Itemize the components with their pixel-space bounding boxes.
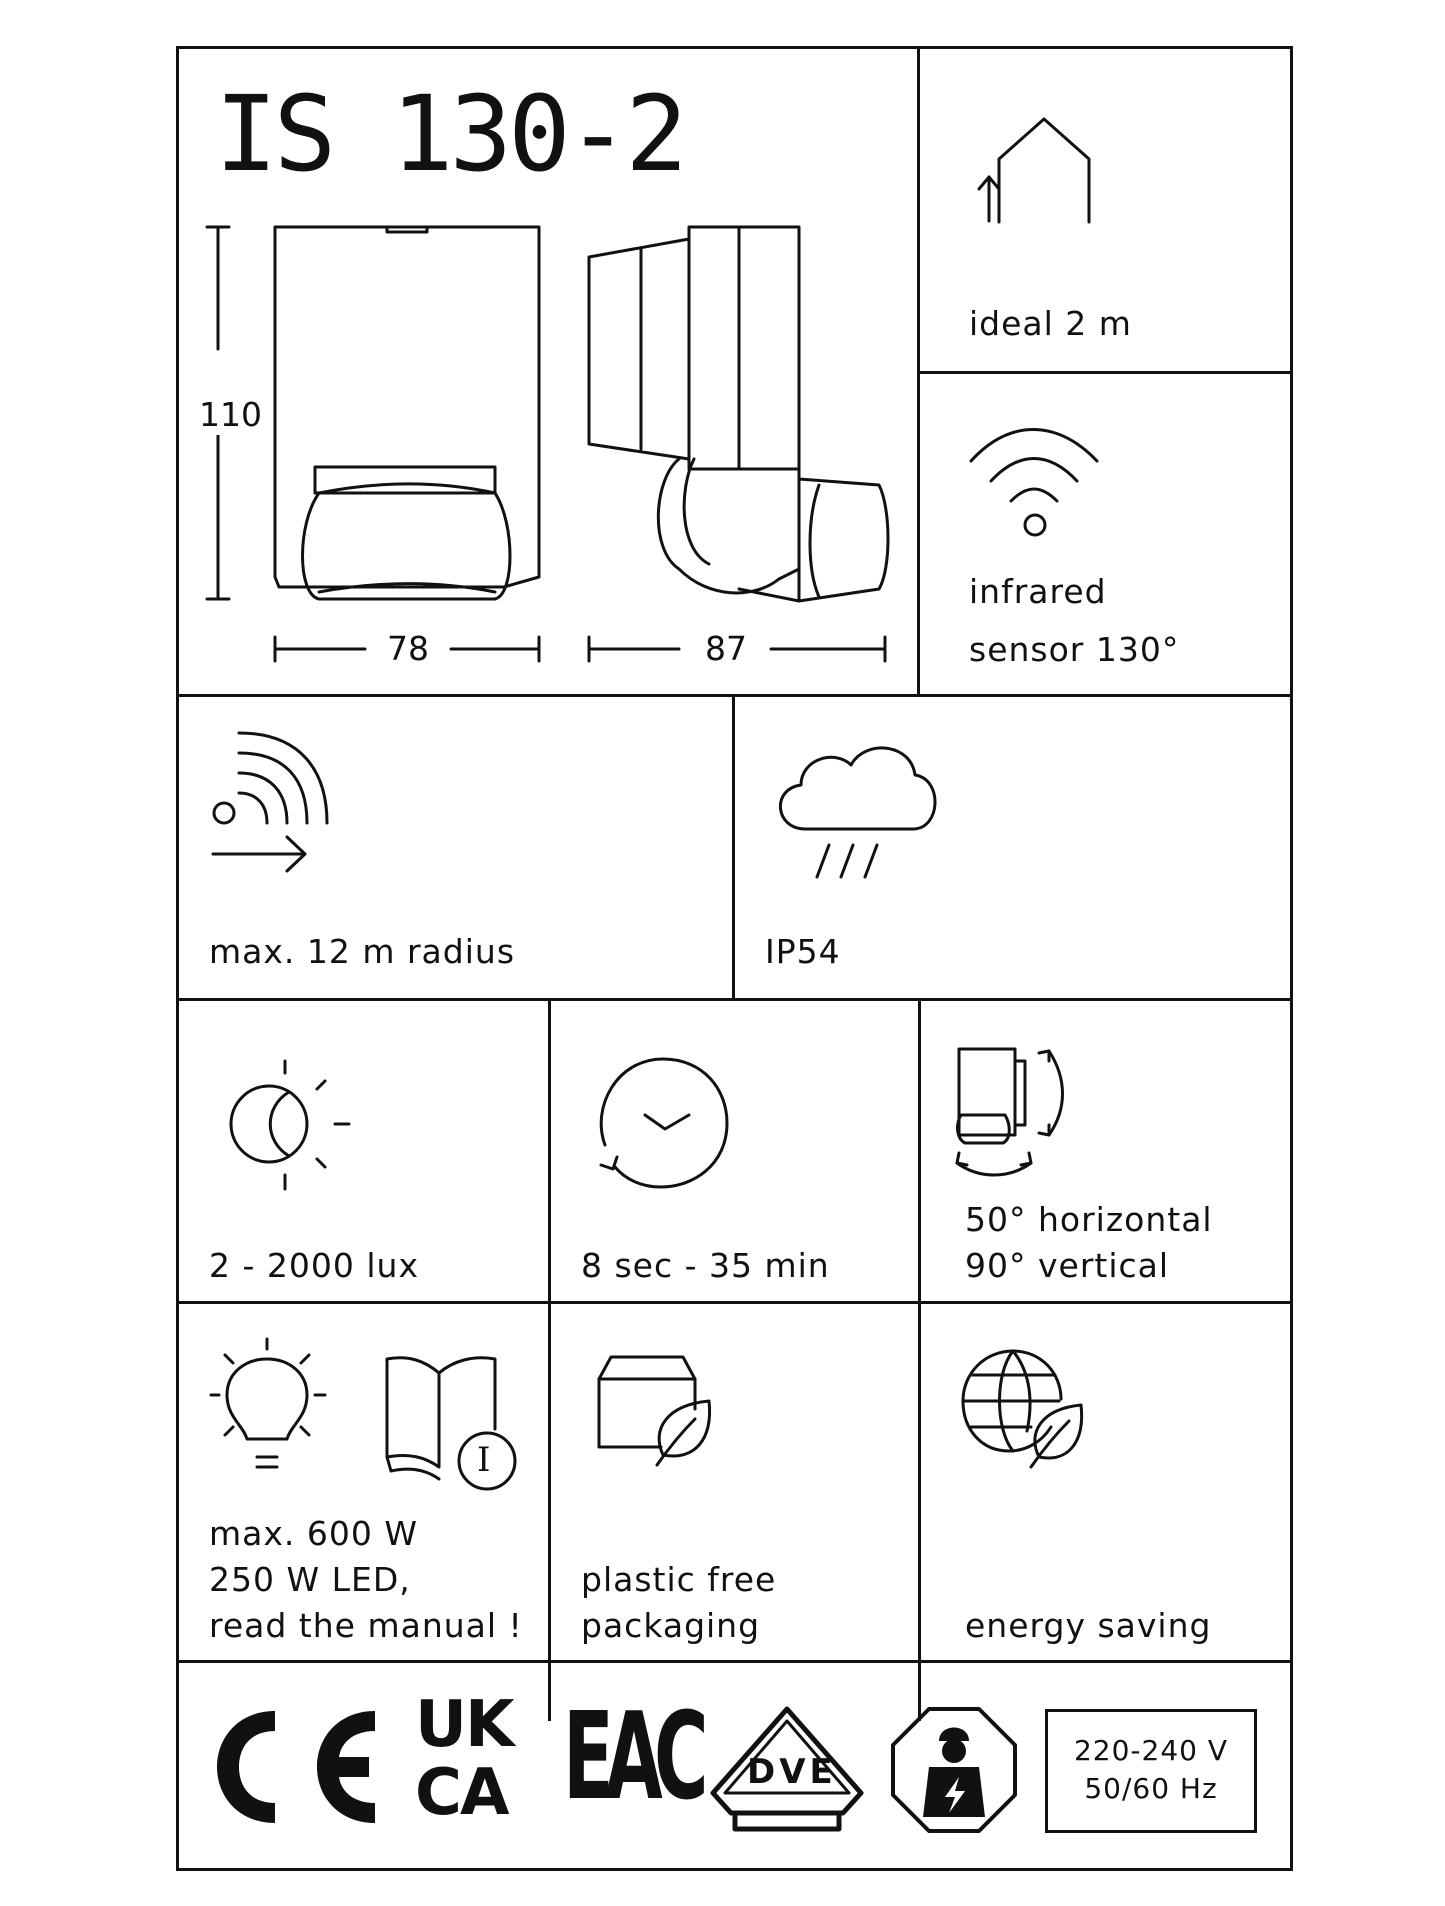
rain-cloud-icon bbox=[778, 746, 937, 879]
house-height-icon bbox=[977, 117, 1091, 224]
manual-info-glyph: I bbox=[477, 1440, 492, 1480]
dve-mark bbox=[710, 1706, 864, 1832]
dve-label: DVE bbox=[747, 1752, 837, 1792]
side-width-label: 87 bbox=[701, 629, 751, 669]
load-label-line1: max. 600 W bbox=[209, 1514, 418, 1553]
electrician-icon bbox=[891, 1707, 1017, 1833]
load-label-line3: read the manual ! bbox=[209, 1606, 523, 1645]
energy-label: energy saving bbox=[965, 1606, 1212, 1645]
wifi-signal-icon bbox=[969, 428, 1099, 537]
globe-leaf-icon bbox=[961, 1349, 1084, 1469]
divider bbox=[917, 371, 1290, 374]
sensor-rotate-icon bbox=[955, 1047, 1064, 1177]
ukca-top: UK bbox=[415, 1688, 515, 1762]
range-radius-icon bbox=[211, 731, 329, 873]
ce-mark bbox=[217, 1711, 375, 1823]
divider bbox=[918, 998, 921, 1721]
divider bbox=[732, 694, 735, 1001]
manual-info-icon bbox=[385, 1356, 517, 1491]
divider bbox=[548, 998, 551, 1721]
height-dimension-label: 110 bbox=[195, 395, 266, 435]
power-rating-box: 220-240 V 50/60 Hz bbox=[1045, 1709, 1257, 1833]
packaging-label-line1: plastic free bbox=[581, 1560, 777, 1599]
sensor-label-line2: sensor 130° bbox=[969, 630, 1180, 669]
dimension-drawing bbox=[205, 225, 890, 663]
front-view-outline bbox=[273, 225, 541, 601]
divider bbox=[179, 998, 1290, 1001]
side-view-outline bbox=[587, 225, 890, 603]
divider bbox=[179, 1301, 1290, 1304]
divider bbox=[179, 1660, 1290, 1663]
protection-label: IP54 bbox=[765, 932, 841, 971]
time-label: 8 sec - 35 min bbox=[581, 1246, 830, 1285]
clock-icon bbox=[599, 1057, 729, 1189]
ukca-bottom: CA bbox=[415, 1756, 509, 1830]
frequency-label: 50/60 Hz bbox=[1084, 1772, 1218, 1805]
rotation-label-line2: 90° vertical bbox=[965, 1246, 1170, 1285]
mounting-height-label: ideal 2 m bbox=[969, 304, 1132, 343]
front-width-label: 78 bbox=[383, 629, 433, 669]
spec-sheet: IS 130-2 bbox=[176, 46, 1293, 1871]
packaging-label-line2: packaging bbox=[581, 1606, 761, 1645]
twilight-label: 2 - 2000 lux bbox=[209, 1246, 419, 1285]
moon-sun-icon bbox=[229, 1059, 351, 1191]
sensor-label-line1: infrared bbox=[969, 572, 1107, 611]
eac-mark: EAC bbox=[563, 1688, 709, 1827]
load-label-line2: 250 W LED, bbox=[209, 1560, 411, 1599]
range-label: max. 12 m radius bbox=[209, 932, 516, 971]
lightbulb-icon bbox=[209, 1337, 327, 1469]
box-leaf-icon bbox=[597, 1355, 712, 1467]
product-title: IS 130-2 bbox=[215, 73, 688, 195]
rotation-label-line1: 50° horizontal bbox=[965, 1200, 1213, 1239]
voltage-label: 220-240 V bbox=[1073, 1734, 1229, 1767]
